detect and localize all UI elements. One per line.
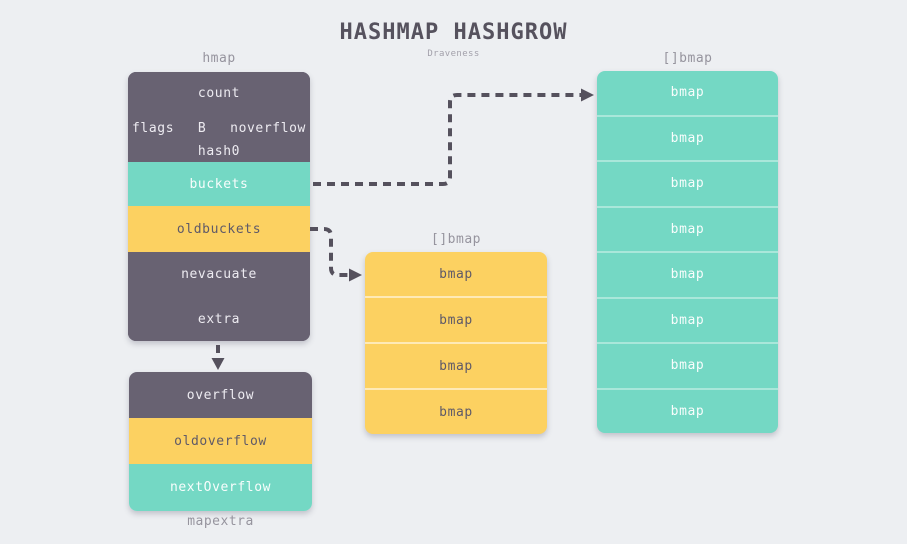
mapextra-box-label: mapextra bbox=[187, 514, 254, 529]
hmap-field-nevacuate: nevacuate bbox=[128, 252, 310, 297]
hmap-field-oldbuckets: oldbuckets bbox=[128, 206, 310, 252]
hmap-field-flags: flags bbox=[132, 120, 175, 136]
hmap-box-label: hmap bbox=[202, 51, 236, 66]
hmap-field-flags-row: flags B noverflow bbox=[128, 115, 310, 141]
new-bmap-row: bmap bbox=[597, 342, 778, 388]
mapextra-struct-box: overflow oldoverflow nextOverflow bbox=[129, 372, 312, 511]
new-bmap-row: bmap bbox=[597, 387, 778, 434]
new-bmap-array-box: bmap bmap bmap bmap bmap bmap bmap bmap bbox=[597, 71, 778, 433]
old-bmap-row: bmap bbox=[365, 296, 547, 342]
new-bmap-row: bmap bbox=[597, 251, 778, 297]
diagram-title: HASHMAP HASHGROW bbox=[339, 20, 568, 45]
arrowhead-oldbuckets-to-old-bmap bbox=[349, 268, 362, 282]
mapextra-field-oldoverflow: oldoverflow bbox=[129, 418, 312, 464]
old-bmap-row: bmap bbox=[439, 266, 473, 282]
new-bmap-row: bmap bbox=[597, 114, 778, 161]
new-bmap-row: bmap bbox=[597, 205, 778, 252]
mapextra-field-nextoverflow: nextOverflow bbox=[129, 464, 312, 511]
new-bmap-row: bmap bbox=[597, 296, 778, 343]
hmap-field-hash0: hash0 bbox=[128, 141, 310, 162]
old-bmap-array-label: []bmap bbox=[431, 232, 481, 247]
diagram-subtitle: Draveness bbox=[427, 49, 480, 59]
hmap-struct-box: count flags B noverflow hash0 buckets ol… bbox=[128, 72, 310, 341]
old-bmap-row: bmap bbox=[365, 388, 547, 434]
arrow-buckets-to-new-bmap bbox=[313, 93, 582, 186]
arrowhead-extra-to-mapextra bbox=[211, 358, 225, 370]
hmap-field-buckets: buckets bbox=[128, 162, 310, 206]
new-bmap-array-label: []bmap bbox=[662, 51, 713, 66]
hmap-field-extra: extra bbox=[128, 297, 310, 341]
arrow-oldbuckets-to-old-bmap bbox=[310, 227, 349, 277]
old-bmap-row: bmap bbox=[365, 342, 547, 388]
new-bmap-row: bmap bbox=[670, 85, 705, 101]
old-bmap-array-box: bmap bmap bmap bmap bbox=[365, 252, 547, 434]
new-bmap-row: bmap bbox=[597, 160, 778, 206]
hmap-field-count: count bbox=[128, 72, 310, 115]
hmap-field-b: B bbox=[197, 120, 207, 136]
hmap-field-noverflow: noverflow bbox=[230, 120, 306, 136]
arrowhead-buckets-to-new-bmap bbox=[581, 88, 594, 102]
mapextra-field-overflow: overflow bbox=[129, 372, 312, 418]
